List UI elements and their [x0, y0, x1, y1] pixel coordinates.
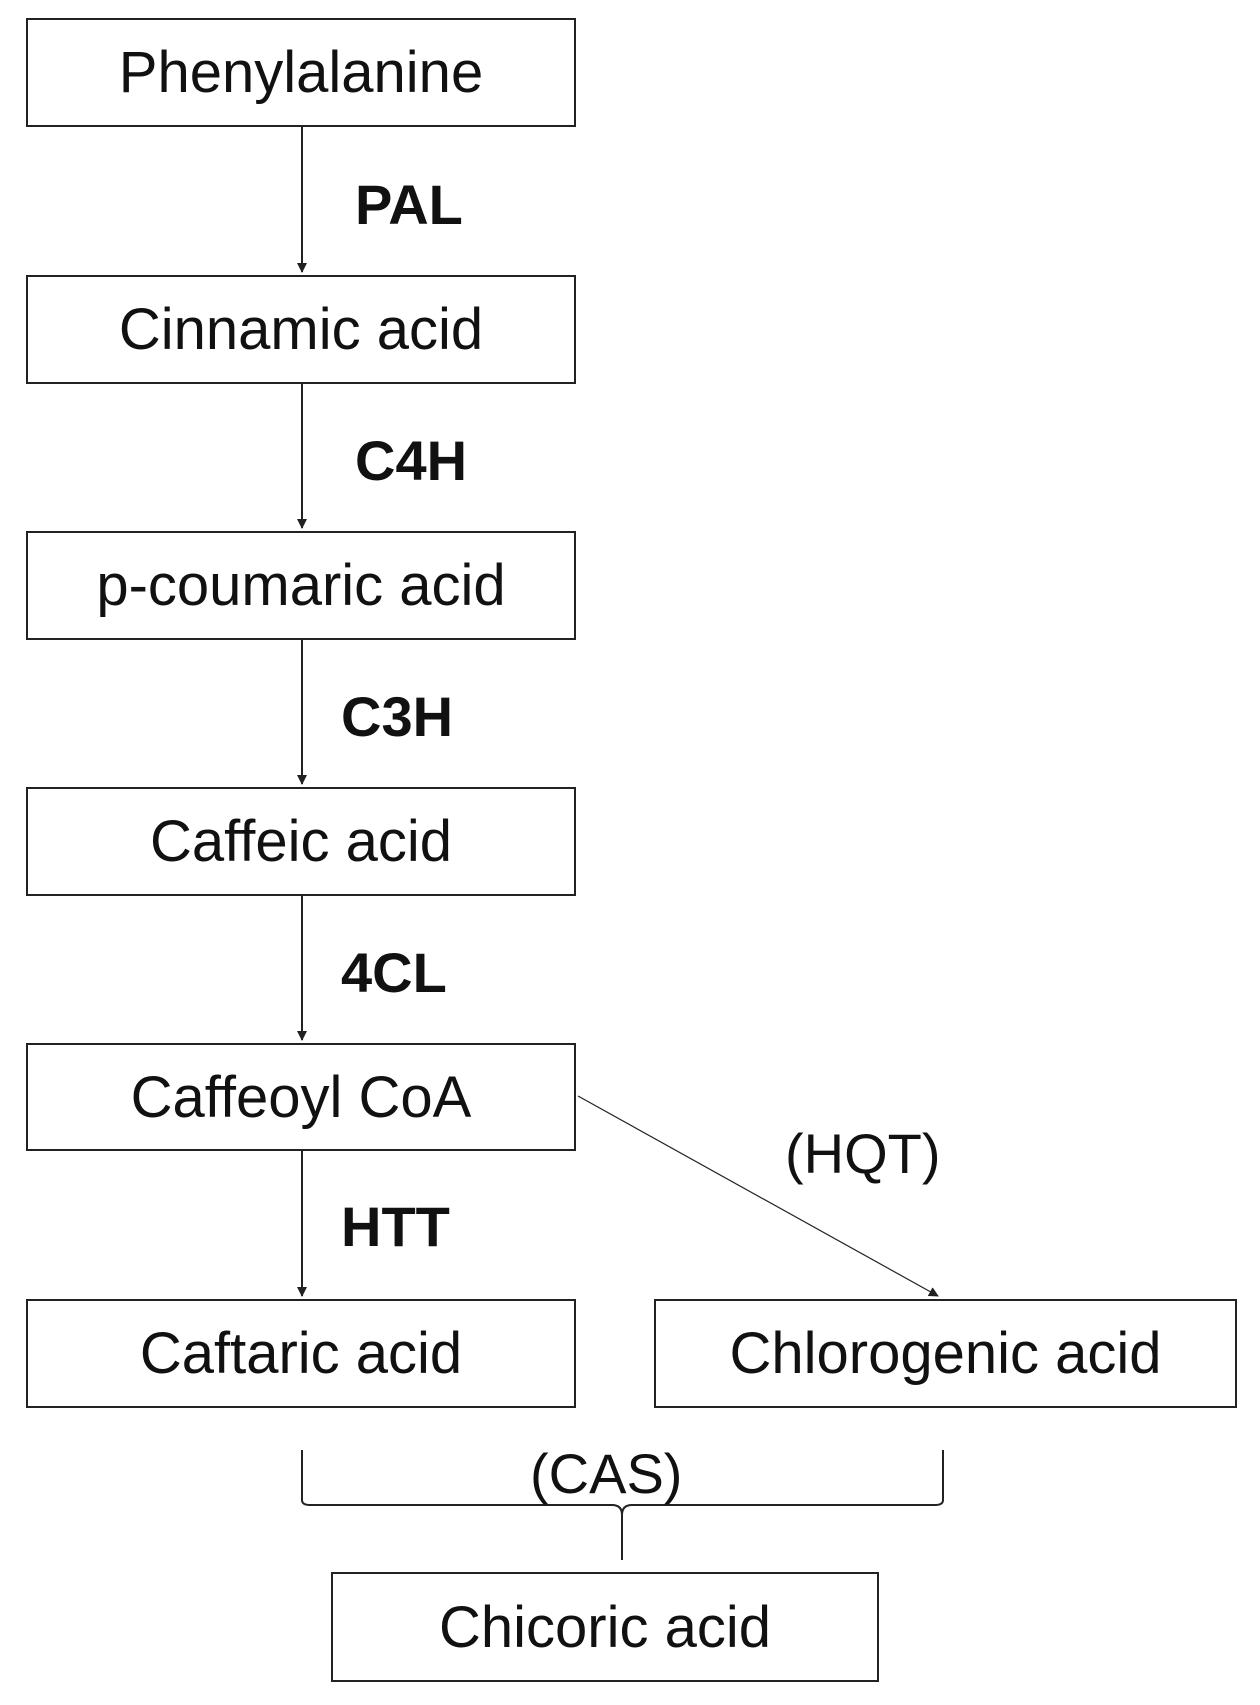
enzyme-c3h-label: C3H: [341, 685, 454, 748]
node-caffeic-acid-label: Caffeic acid: [150, 809, 452, 874]
node-phenylalanine-label: Phenylalanine: [118, 40, 484, 105]
node-cinnamic-acid-label: Cinnamic acid: [118, 297, 484, 362]
enzyme-pal-label: PAL: [355, 173, 463, 236]
node-chicoric-acid: Chicoric acid: [331, 1572, 879, 1682]
node-chlorogenic-acid: Chlorogenic acid: [654, 1299, 1237, 1408]
enzyme-4cl-label: 4CL: [341, 941, 447, 1004]
enzyme-c4h-label: C4H: [355, 429, 468, 492]
enzyme-cas-label: (CAS): [530, 1442, 683, 1505]
cas-bracket: [301, 1450, 944, 1560]
node-caffeoyl-coa-label: Caffeoyl CoA: [130, 1064, 472, 1130]
node-chicoric-acid-label: Chicoric acid: [439, 1594, 771, 1660]
enzyme-htt-label: HTT: [341, 1195, 450, 1258]
arrow-hqt: [577, 1095, 939, 1297]
node-phenylalanine: Phenylalanine: [26, 18, 576, 127]
node-p-coumaric-acid: p-coumaric acid: [26, 531, 576, 640]
node-caffeoyl-coa: Caffeoyl CoA: [26, 1043, 576, 1151]
node-caffeic-acid: Caffeic acid: [26, 787, 576, 896]
node-caftaric-acid-label: Caftaric acid: [139, 1321, 463, 1386]
enzyme-hqt-label: (HQT): [785, 1122, 941, 1185]
node-caftaric-acid: Caftaric acid: [26, 1299, 576, 1408]
node-p-coumaric-acid-label: p-coumaric acid: [96, 553, 506, 618]
node-cinnamic-acid: Cinnamic acid: [26, 275, 576, 384]
node-chlorogenic-acid-label: Chlorogenic acid: [729, 1321, 1162, 1386]
